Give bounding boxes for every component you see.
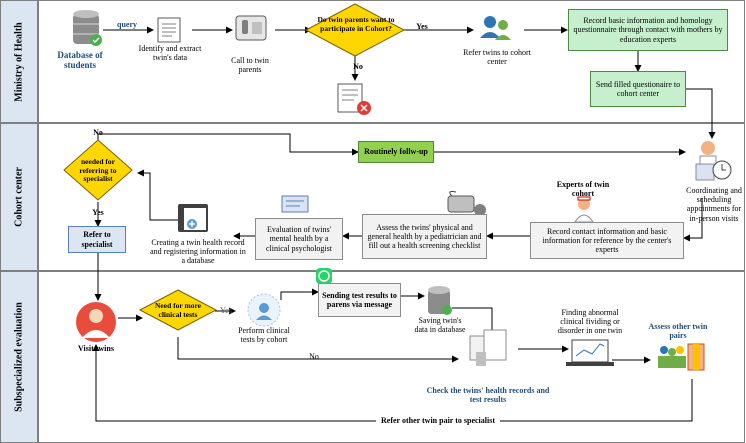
no-label-participate: No bbox=[353, 62, 363, 71]
decision-more-tests bbox=[138, 289, 218, 331]
decision-participate bbox=[304, 3, 406, 57]
rejected-document-icon bbox=[337, 83, 371, 115]
phone-icon bbox=[235, 15, 267, 41]
finding-abnormal-label: Finding abnormal clinical fividing or di… bbox=[557, 308, 623, 336]
health-record-check-icon bbox=[469, 329, 507, 366]
decision-refer-specialist-label: needed for referring to specialist bbox=[79, 157, 117, 184]
clinical-tests-icon bbox=[247, 293, 281, 327]
saving-data-label: Saving twin's data in database bbox=[414, 316, 466, 335]
lane-label-ministry: Ministry of Health bbox=[0, 0, 38, 123]
stethoscope-icon bbox=[447, 191, 486, 216]
decision-participate-label: Do twin parents want to participate in C… bbox=[317, 15, 395, 33]
document-icon bbox=[157, 17, 181, 43]
assess-other-label: Assess other twin pairs bbox=[648, 322, 708, 341]
users-icon bbox=[480, 16, 511, 40]
yes-label-participate: Yes bbox=[416, 22, 428, 31]
perform-tests-label: Perform clinical tests by cohort bbox=[238, 326, 290, 345]
health-record-icon bbox=[178, 204, 208, 232]
refer-to-specialist-box: Refer to specialist bbox=[68, 226, 126, 253]
mental-health-box: Evaluation of twins' mental health by a … bbox=[255, 218, 343, 260]
coordinating-label: Coordinating and scheduling appointments… bbox=[686, 186, 742, 223]
lane-label-cohort: Cohort center bbox=[0, 123, 38, 271]
database-icon bbox=[73, 10, 102, 46]
no-label-tests: No bbox=[309, 352, 319, 361]
decision-refer-specialist bbox=[63, 139, 133, 201]
identify-label: Identify and extract twin's data bbox=[138, 44, 202, 63]
database-save-icon bbox=[428, 286, 452, 315]
query-label: query bbox=[117, 20, 137, 29]
decision-more-tests-label: Need for more clinical tests bbox=[155, 301, 201, 319]
nurse-calendar-icon bbox=[695, 141, 732, 181]
whatsapp-icon bbox=[316, 268, 332, 284]
sending-results-box: Sending test results to parens via messa… bbox=[318, 283, 401, 317]
creating-record-label: Creating a twin health record and regist… bbox=[150, 238, 246, 266]
yes-label-refer: Yes bbox=[92, 208, 104, 217]
refer-other-pair-label: Refer other twin pair to specialist bbox=[376, 416, 500, 426]
check-records-label: Check the twins' health records and test… bbox=[426, 386, 550, 405]
nurse-icon bbox=[574, 196, 594, 223]
routinely-followup-box: Routinely follw-up bbox=[358, 141, 434, 163]
record-contact-box: Record contact information and basic inf… bbox=[530, 222, 684, 259]
no-label-refer: No bbox=[93, 128, 103, 137]
experts-label: Experts of twin cohort bbox=[556, 180, 610, 199]
laptop-chart-icon bbox=[566, 339, 614, 366]
people-folder-icon bbox=[658, 343, 705, 371]
record-basic-info-box: Record basic information and homology qu… bbox=[568, 9, 728, 51]
call-label: Call to twin parents bbox=[231, 56, 269, 75]
doctor-icon bbox=[76, 302, 116, 342]
refer-cohort-label: Refer twins to cohort center bbox=[463, 48, 531, 67]
visit-twins-label: Visit twins bbox=[78, 344, 114, 353]
yes-label-tests: Yes bbox=[220, 306, 232, 315]
monitor-icon bbox=[281, 195, 309, 213]
send-questionnaire-box: Send filled questionaire to cohort cente… bbox=[590, 71, 686, 107]
physical-health-box: Assess the twins' physical and general h… bbox=[362, 214, 487, 259]
database-label: Database of students bbox=[57, 50, 103, 71]
